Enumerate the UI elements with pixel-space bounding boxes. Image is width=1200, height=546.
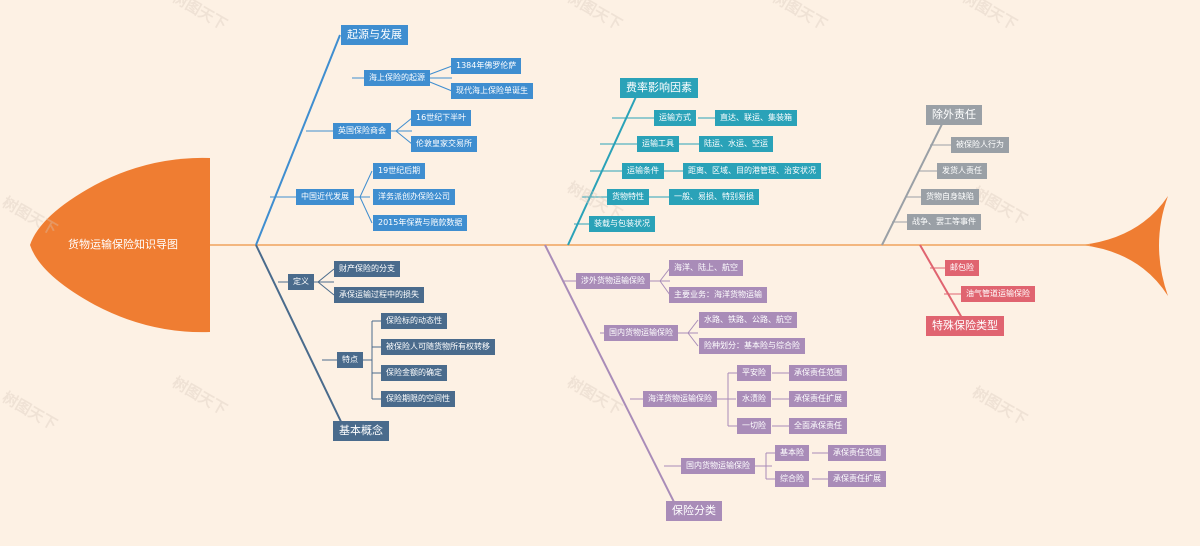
- rate-tool-value[interactable]: 陆运、水运、空运: [699, 136, 773, 152]
- exclusion-item[interactable]: 货物自身缺陷: [921, 189, 979, 205]
- special-item[interactable]: 油气管道运输保险: [961, 286, 1035, 302]
- origin-sea-node[interactable]: 海上保险的起源: [364, 70, 430, 86]
- category-domestic-item[interactable]: 水路、铁路、公路、航空: [699, 312, 797, 328]
- exclusion-topic[interactable]: 除外责任: [926, 105, 982, 125]
- category-dom2-clause-value[interactable]: 承保责任范围: [828, 445, 886, 461]
- origin-cn-node[interactable]: 中国近代发展: [296, 189, 354, 205]
- exclusion-item[interactable]: 战争、罢工等事件: [907, 214, 981, 230]
- special-item[interactable]: 邮包险: [945, 260, 979, 276]
- origin-cn-item[interactable]: 洋务派创办保险公司: [373, 189, 455, 205]
- rate-cond-node[interactable]: 运输条件: [622, 163, 664, 179]
- concept-feat-item[interactable]: 被保险人可随货物所有权转移: [381, 339, 495, 355]
- rate-topic[interactable]: 费率影响因素: [620, 78, 698, 98]
- category-ocean-clause-value[interactable]: 全面承保责任: [789, 418, 847, 434]
- origin-sea-item[interactable]: 现代海上保险单诞生: [451, 83, 533, 99]
- rate-mode-node[interactable]: 运输方式: [654, 110, 696, 126]
- exclusion-branch-lines: [881, 117, 952, 246]
- category-ocean-clause[interactable]: 平安险: [737, 365, 771, 381]
- category-foreign-item[interactable]: 海洋、陆上、航空: [669, 260, 743, 276]
- exclusion-item[interactable]: 被保险人行为: [951, 137, 1009, 153]
- category-ocean-clause[interactable]: 一切险: [737, 418, 771, 434]
- special-topic[interactable]: 特殊保险类型: [926, 316, 1004, 336]
- concept-feat-item[interactable]: 保险期限的空间性: [381, 391, 455, 407]
- category-dom2-clause[interactable]: 综合险: [775, 471, 809, 487]
- concept-feat-node[interactable]: 特点: [337, 352, 363, 368]
- rate-goods-node[interactable]: 货物特性: [607, 189, 649, 205]
- category-domestic-node[interactable]: 国内货物运输保险: [604, 325, 678, 341]
- category-dom2-node[interactable]: 国内货物运输保险: [681, 458, 755, 474]
- category-ocean-clause-value[interactable]: 承保责任范围: [789, 365, 847, 381]
- rate-goods-value[interactable]: 一般、易损、特别易损: [669, 189, 759, 205]
- category-dom2-clause-value[interactable]: 承保责任扩展: [828, 471, 886, 487]
- concept-topic[interactable]: 基本概念: [333, 421, 389, 441]
- map-title: 货物运输保险知识导图: [68, 238, 178, 251]
- origin-uk-item[interactable]: 16世纪下半叶: [411, 110, 472, 126]
- origin-topic[interactable]: 起源与发展: [341, 25, 408, 45]
- rate-tool-node[interactable]: 运输工具: [637, 136, 679, 152]
- fish-tail-shape: [1082, 196, 1168, 296]
- origin-uk-node[interactable]: 英国保险商会: [333, 123, 391, 139]
- category-foreign-node[interactable]: 涉外货物运输保险: [576, 273, 650, 289]
- rate-cond-value[interactable]: 距离、区域、目的港管理、治安状况: [683, 163, 821, 179]
- origin-uk-item[interactable]: 伦敦皇家交易所: [411, 136, 477, 152]
- exclusion-item[interactable]: 发货人责任: [937, 163, 987, 179]
- category-ocean-clause[interactable]: 水渍险: [737, 391, 771, 407]
- category-domestic-item[interactable]: 险种划分：基本险与综合险: [699, 338, 805, 354]
- origin-cn-item[interactable]: 19世纪后期: [373, 163, 426, 179]
- special-branch-lines: [919, 244, 963, 319]
- category-ocean-node[interactable]: 海洋货物运输保险: [643, 391, 717, 407]
- origin-sea-item[interactable]: 1384年佛罗伦萨: [451, 58, 522, 74]
- category-ocean-clause-value[interactable]: 承保责任扩展: [789, 391, 847, 407]
- rate-mode-value[interactable]: 直达、联运、集装箱: [715, 110, 797, 126]
- fish-head-shape: [30, 157, 210, 333]
- concept-def-item[interactable]: 财产保险的分支: [334, 261, 400, 277]
- concept-feat-item[interactable]: 保险标的动态性: [381, 313, 447, 329]
- category-dom2-clause[interactable]: 基本险: [775, 445, 809, 461]
- concept-feat-item[interactable]: 保险金额的确定: [381, 365, 447, 381]
- category-topic[interactable]: 保险分类: [666, 501, 722, 521]
- concept-def-node[interactable]: 定义: [288, 274, 314, 290]
- origin-cn-item[interactable]: 2015年保费与赔款数据: [373, 215, 468, 231]
- rate-pack-node[interactable]: 装载与包装状况: [589, 216, 655, 232]
- category-foreign-item[interactable]: 主要业务：海洋货物运输: [669, 287, 767, 303]
- concept-def-item[interactable]: 承保运输过程中的损失: [334, 287, 424, 303]
